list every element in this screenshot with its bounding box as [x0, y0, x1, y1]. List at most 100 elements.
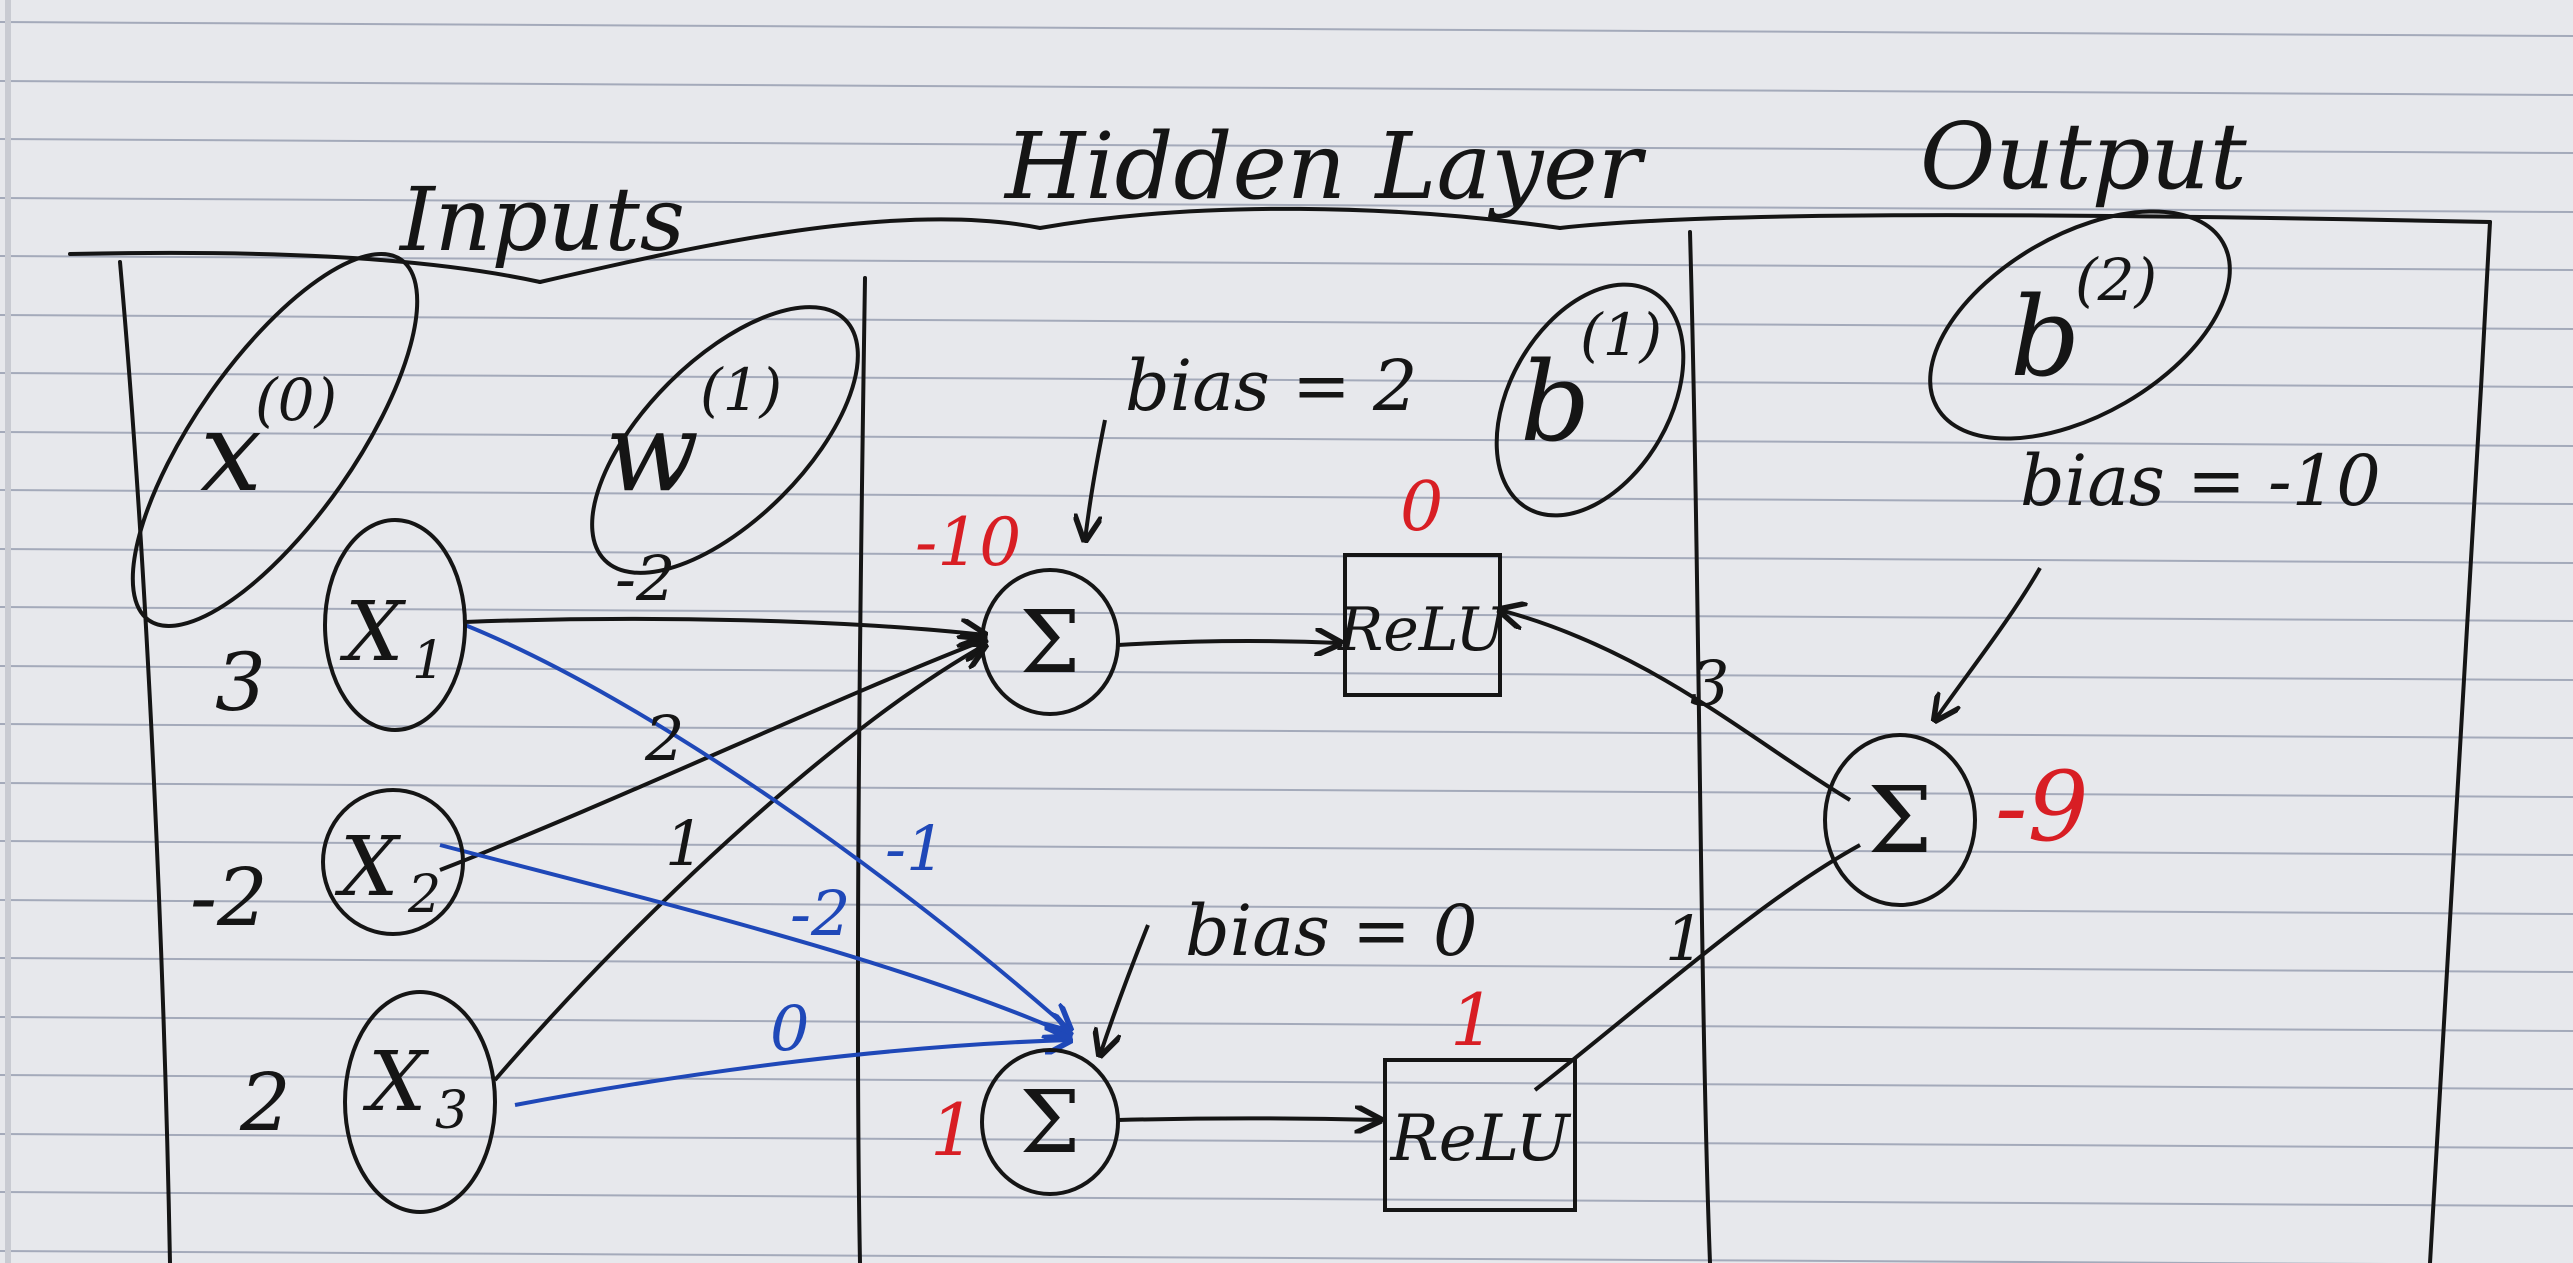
hidden-neuron-2-bias: bias = 0 — [1185, 890, 1478, 972]
ruled-line — [0, 1133, 2573, 1149]
x0-ellipse — [130, 252, 420, 628]
ruled-line — [0, 21, 2573, 37]
output-neuron-circle — [1823, 733, 1977, 907]
output-neuron-sigma: Σ — [1867, 767, 1932, 874]
hidden-neuron-2: Σ — [980, 1048, 1120, 1196]
input-x1-value: 3 — [215, 636, 266, 729]
inputs-title: Inputs — [398, 168, 685, 271]
input-node-x1 — [323, 518, 467, 732]
input-x3-label: X — [362, 1035, 430, 1130]
x0-group: x (0) — [130, 252, 420, 628]
w1-ellipse — [590, 305, 860, 575]
ruled-line — [0, 431, 2573, 447]
relu-box-2-label: ReLU — [1390, 1102, 1572, 1176]
ruled-line — [0, 1250, 2390, 1263]
relu-box-2-frame — [1383, 1058, 1577, 1212]
input-node-x3 — [343, 990, 497, 1214]
b1-ellipse — [1494, 282, 1686, 518]
hidden-neuron-1: Σ — [980, 568, 1120, 716]
output-neuron-sum: -9 — [1995, 751, 2089, 863]
hidden-neuron-1-sigma: Σ — [1020, 593, 1081, 693]
edge-x3-h2 — [514, 1040, 1070, 1107]
input-x1-label: X — [339, 585, 407, 680]
x0-superscript: (0) — [255, 366, 337, 434]
bias-arrow-out — [1935, 567, 2042, 720]
relu-box-1-output: 0 — [1400, 468, 1443, 547]
b1-label: b — [1520, 338, 1590, 466]
input-x3-value: 2 — [239, 1056, 291, 1149]
input-x2-label: X — [334, 820, 402, 915]
ruled-line — [0, 606, 2573, 622]
ruled-line — [0, 723, 2573, 739]
ruled-line — [0, 548, 2573, 564]
ruled-line — [0, 782, 2573, 798]
edge-h2-relu2 — [1117, 1119, 1380, 1121]
w1-group: w (1) — [590, 305, 860, 575]
input-x1-subscript: 1 — [412, 631, 445, 691]
edges-to-h2 — [439, 623, 1070, 1107]
edge-x1-h1 — [464, 616, 985, 635]
ruled-line — [0, 957, 2573, 973]
output-neuron-bias: bias = -10 — [2020, 440, 2381, 522]
w1-superscript: (1) — [700, 356, 782, 424]
relu-box-1-frame — [1343, 553, 1502, 697]
ruled-line — [0, 899, 2573, 915]
ruled-line — [0, 197, 2573, 213]
section-frame — [68, 206, 2492, 1263]
relu-box-1: ReLU — [1337, 553, 1508, 697]
ruled-lines — [0, 21, 2573, 1263]
edge-x2-h1 — [439, 640, 985, 872]
ruled-line — [0, 80, 2573, 96]
ruled-line — [0, 840, 2573, 856]
output-title: Output — [1920, 103, 2248, 210]
b1-group: b (1) — [1494, 282, 1686, 518]
ruled-line — [0, 1016, 2573, 1032]
weight-x3-h1: 1 — [665, 807, 704, 880]
ruled-line — [0, 489, 2573, 505]
weight-x3-h2: 0 — [770, 992, 809, 1065]
hidden-neuron-1-bias: bias = 2 — [1125, 345, 1418, 427]
ruled-line — [0, 1074, 2573, 1090]
input-x3-subscript: 3 — [435, 1081, 468, 1141]
weight-x1-h2: -1 — [885, 812, 945, 885]
input-node-x2 — [321, 788, 465, 936]
weight-x2-h2: -2 — [790, 877, 850, 950]
weight-relu1-out: 3 — [1690, 647, 1729, 720]
b2-ellipse — [1928, 209, 2232, 441]
input-x2-subscript: 2 — [407, 865, 441, 925]
relu-box-2-output: 1 — [1450, 978, 1496, 1062]
input-x2-value: -2 — [190, 851, 268, 944]
edge-h1-relu1 — [1117, 641, 1340, 645]
edges-to-h1 — [439, 616, 985, 1082]
edge-relu1-out — [1500, 610, 1852, 802]
edge-x1-h2 — [464, 623, 1070, 1030]
input-nodes — [321, 518, 497, 1214]
w1-label: w — [605, 388, 699, 516]
hidden-neuron-1-sum: -10 — [915, 504, 1021, 581]
ruled-line — [0, 255, 2573, 271]
ruled-line — [0, 665, 2573, 681]
weight-x2-h1: 2 — [644, 702, 684, 775]
x0-label: x — [200, 388, 262, 516]
relu-box-1-label: ReLU — [1337, 595, 1508, 665]
b2-superscript: (2) — [2075, 246, 2157, 314]
hidden-neuron-2-sum: 1 — [930, 1088, 976, 1172]
b2-label: b — [2010, 273, 2080, 401]
ruled-line — [0, 1191, 2573, 1207]
b1-superscript: (1) — [1580, 301, 1662, 369]
b2-group: b (2) — [1928, 209, 2232, 441]
bias-arrow-h1 — [1085, 419, 1107, 540]
edge-x3-h1 — [493, 645, 985, 1082]
weight-relu2-out: 1 — [1665, 902, 1704, 975]
activation-edges — [1117, 641, 1380, 1121]
hidden-neuron-2-circle — [980, 1048, 1120, 1196]
ruled-line — [0, 138, 2573, 154]
hidden-layer-title: Hidden Layer — [1003, 113, 1647, 220]
output-edges — [1500, 610, 1861, 1092]
edge-x2-h2 — [439, 843, 1070, 1035]
bias-arrow-h2 — [1100, 924, 1150, 1055]
hidden-neuron-1-circle — [980, 568, 1120, 716]
hidden-neuron-2-sigma: Σ — [1020, 1073, 1081, 1173]
